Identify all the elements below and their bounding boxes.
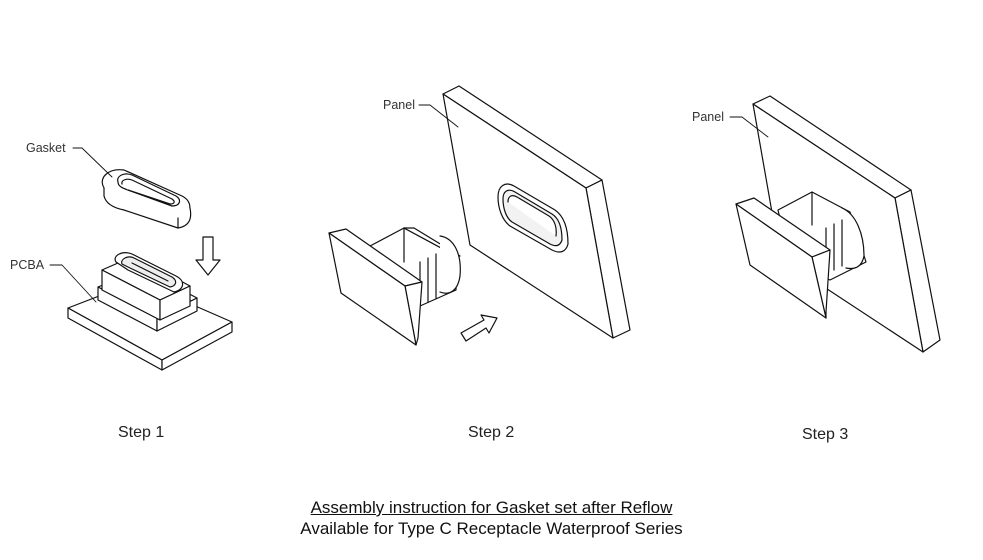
panel-step2 (442, 85, 631, 339)
gasket-ring (101, 169, 192, 229)
pcba-leader (49, 264, 97, 303)
panel-callout-label-step2: Panel (383, 98, 415, 112)
pcba-callout-label: PCBA (10, 258, 45, 272)
gasket-callout-label: Gasket (26, 141, 66, 155)
gasket-leader (72, 147, 113, 178)
step-3-label: Step 3 (802, 426, 849, 443)
panel-leader-step2 (418, 104, 459, 128)
panel-leader-step3 (729, 116, 769, 138)
caption-subtitle: Available for Type C Receptacle Waterpro… (300, 519, 683, 538)
connector-step3 (735, 191, 867, 319)
step-1-label: Step 1 (118, 424, 165, 441)
caption-title: Assembly instruction for Gasket set afte… (310, 498, 673, 517)
connector-step2 (328, 227, 461, 346)
arrow-down-icon (195, 236, 221, 276)
arrow-diagonal-icon (460, 314, 498, 342)
connector-body (101, 252, 191, 321)
panel-callout-label-step3: Panel (692, 110, 724, 124)
step-2-label: Step 2 (468, 424, 515, 441)
